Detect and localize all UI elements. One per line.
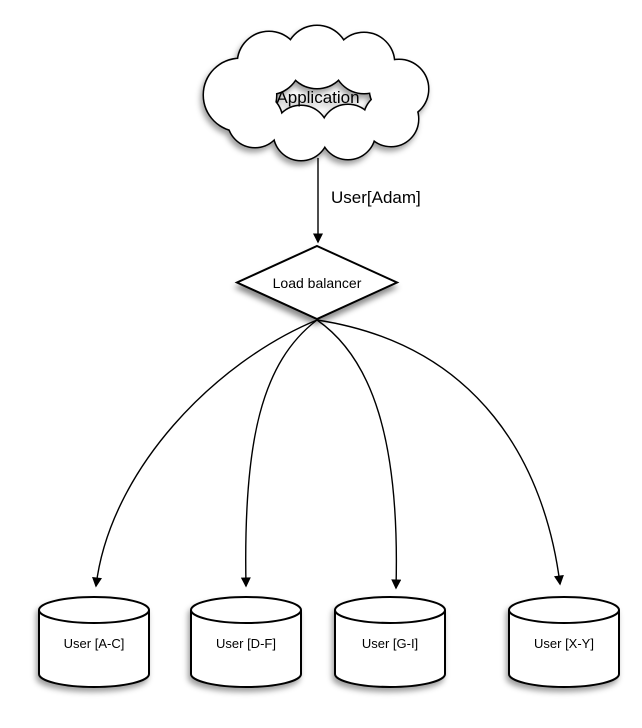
edge-load-balancer-to-db2 — [240, 319, 318, 588]
application-cloud-node: Application — [202, 24, 430, 162]
cylinder-top-icon — [190, 596, 302, 624]
cylinder-top-icon — [334, 596, 446, 624]
diamond-shape — [234, 244, 400, 321]
database-node-user-a-c: User [A-C] — [38, 596, 150, 688]
database-label: User [A-C] — [64, 636, 125, 651]
database-node-user-g-i: User [G-I] — [334, 596, 446, 688]
cylinder-icon — [508, 610, 620, 688]
cylinder-icon — [190, 610, 302, 688]
cylinder-icon — [38, 610, 150, 688]
application-label: Application — [276, 88, 359, 107]
database-node-user-x-y: User [X-Y] — [508, 596, 620, 688]
cylinder-top-icon — [508, 596, 620, 624]
cloud-icon — [202, 24, 430, 162]
edge-label-user-adam: User[Adam] — [331, 188, 421, 207]
database-label: User [G-I] — [362, 636, 418, 651]
database-node-user-d-f: User [D-F] — [190, 596, 302, 688]
edge-load-balancer-to-db3 — [316, 319, 402, 590]
cylinder-top-icon — [38, 596, 150, 624]
edge-load-balancer-to-db1 — [92, 319, 318, 588]
load-balancer-label: Load balancer — [273, 275, 362, 291]
database-label: User [X-Y] — [534, 636, 594, 651]
database-label: User [D-F] — [216, 636, 276, 651]
cylinder-icon — [334, 610, 446, 688]
edge-load-balancer-to-db4 — [316, 319, 564, 586]
load-balancer-node: Load balancer — [234, 244, 400, 321]
